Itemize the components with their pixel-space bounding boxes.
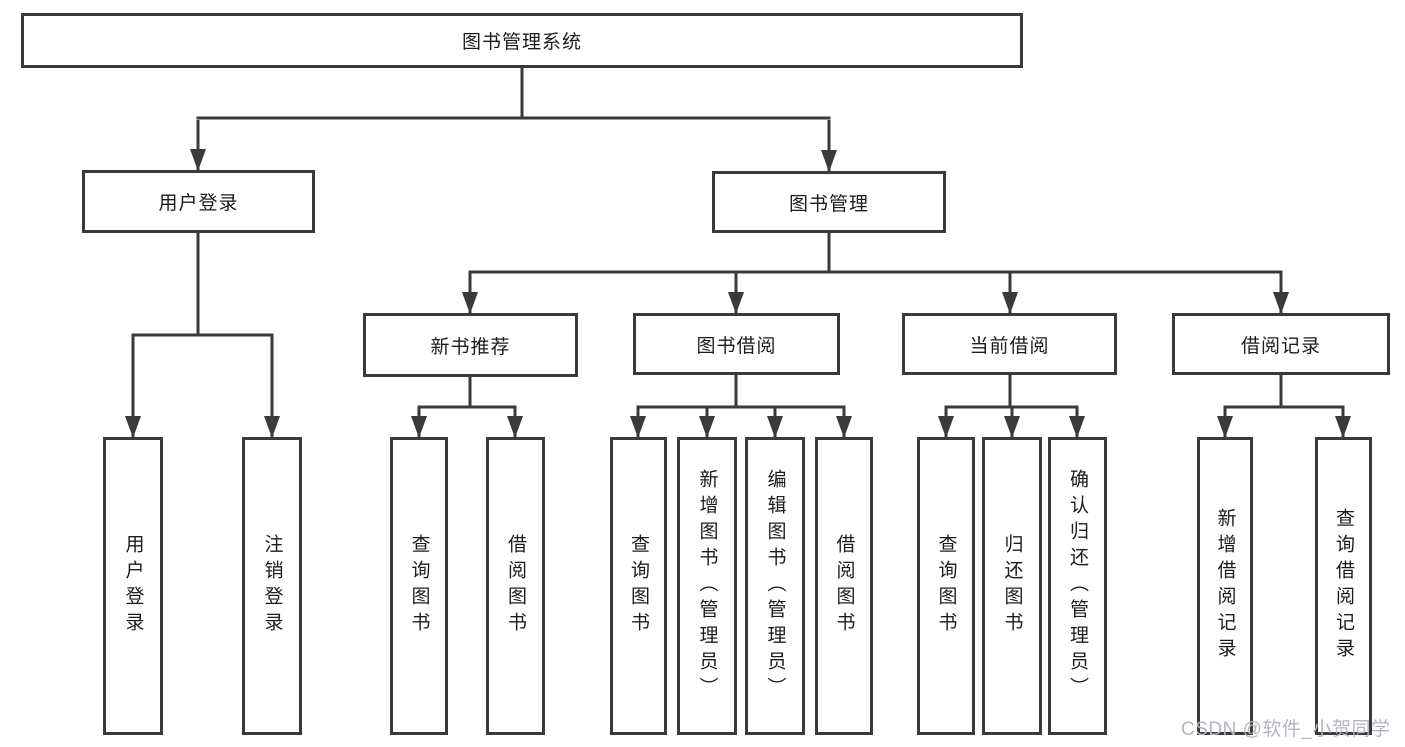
node-label: 借阅图书 <box>505 534 526 638</box>
node-label: 图书借阅 <box>696 335 777 357</box>
node-return-books: 归还图书 <box>982 437 1042 735</box>
node-borrow-records: 借阅记录 <box>1172 313 1390 375</box>
node-confirm-return-admin: 确认归还（管理员） <box>1048 437 1107 735</box>
node-current-borrowing: 当前借阅 <box>902 313 1117 375</box>
node-label: 编辑图书（管理员） <box>764 469 786 703</box>
node-user-login-action: 用户登录 <box>103 437 163 735</box>
node-label: 图书管理系统 <box>461 32 582 53</box>
node-label: 新增借阅记录 <box>1214 508 1236 664</box>
node-borrow-books-recommend: 借阅图书 <box>486 437 545 735</box>
node-label: 借阅图书 <box>833 534 855 638</box>
node-library-management-system: 图书管理系统 <box>21 13 1023 68</box>
node-label: 归还图书 <box>1001 534 1023 638</box>
node-label: 用户登录 <box>158 193 239 214</box>
node-query-books-current: 查询图书 <box>917 437 975 735</box>
node-label: 查询图书 <box>935 534 957 638</box>
node-borrow-books-action: 借阅图书 <box>815 437 873 735</box>
node-label: 新增图书（管理员） <box>696 469 718 703</box>
node-label: 注销登录 <box>261 534 283 638</box>
node-label: 图书管理 <box>788 193 869 215</box>
node-label: 查询借阅记录 <box>1333 508 1354 664</box>
node-logout-action: 注销登录 <box>242 437 302 735</box>
node-new-book-recommendation: 新书推荐 <box>363 313 578 377</box>
node-query-books-recommend: 查询图书 <box>390 437 448 735</box>
node-label: 查询图书 <box>628 534 649 638</box>
node-label: 借阅记录 <box>1240 335 1321 357</box>
node-book-management: 图书管理 <box>712 171 946 233</box>
node-label: 当前借阅 <box>969 335 1050 357</box>
node-label: 查询图书 <box>408 534 430 638</box>
node-label: 新书推荐 <box>430 336 511 358</box>
node-add-books-admin: 新增图书（管理员） <box>677 437 737 735</box>
node-edit-books-admin: 编辑图书（管理员） <box>745 437 805 735</box>
node-label: 用户登录 <box>122 534 144 638</box>
node-query-borrow-record: 查询借阅记录 <box>1315 437 1372 735</box>
node-label: 确认归还（管理员） <box>1067 469 1088 703</box>
node-query-books-borrowing: 查询图书 <box>610 437 667 735</box>
node-add-borrow-record: 新增借阅记录 <box>1197 437 1253 735</box>
csdn-watermark: CSDN @软件_小贺同学 <box>1181 719 1391 740</box>
node-user-login: 用户登录 <box>82 170 315 233</box>
node-book-borrowing: 图书借阅 <box>633 313 840 375</box>
